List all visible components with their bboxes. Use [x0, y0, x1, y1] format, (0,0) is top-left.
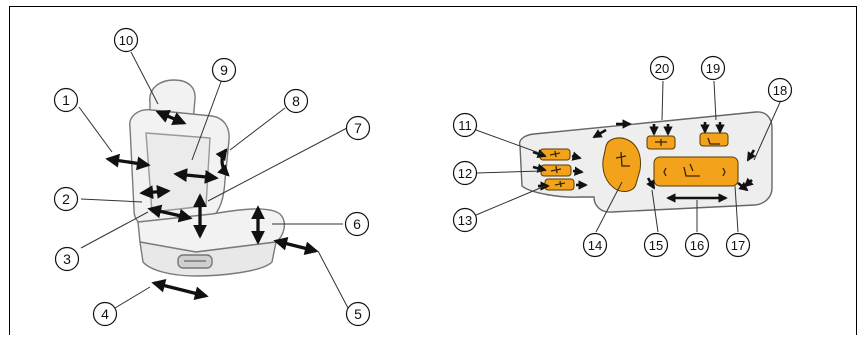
- callout-number: 1: [62, 92, 70, 108]
- callout-6: 6: [344, 211, 370, 237]
- callout-circle: [700, 55, 726, 81]
- callout-number: 20: [655, 61, 669, 76]
- callout-number: 9: [220, 62, 228, 78]
- callout-circle: [113, 27, 139, 53]
- callout-circle: [452, 160, 478, 186]
- callout-circle: [345, 301, 371, 327]
- arrow-headrest: [155, 109, 187, 126]
- callout-2: 2: [53, 186, 79, 212]
- callout-number: 7: [354, 120, 362, 136]
- callout-17: 17: [725, 232, 751, 258]
- callout-number: 19: [706, 61, 720, 76]
- callout-circle: [92, 301, 118, 327]
- callout-11: 11: [452, 112, 478, 138]
- callout-5: 5: [345, 301, 371, 327]
- callout-number: 18: [773, 83, 787, 98]
- callout-circle: [283, 88, 309, 114]
- callout-number: 6: [353, 216, 361, 232]
- callout-18: 18: [767, 77, 793, 103]
- arrow-cushion-tilt: [147, 204, 193, 223]
- frame-left-border: [9, 6, 10, 335]
- callout-circle: [211, 57, 237, 83]
- callout-circle: [725, 232, 751, 258]
- callout-7: 7: [345, 115, 371, 141]
- switch-19[interactable]: [699, 132, 729, 147]
- callout-number: 8: [292, 93, 300, 109]
- callout-number: 3: [63, 251, 71, 267]
- callout-3: 3: [54, 246, 80, 272]
- frame-top-border: [9, 6, 857, 7]
- callout-16: 16: [684, 232, 710, 258]
- callout-circle: [767, 77, 793, 103]
- callout-13: 13: [452, 207, 478, 233]
- callout-14: 14: [582, 232, 608, 258]
- callout-circle: [582, 232, 608, 258]
- arrow-lumbar: [173, 168, 219, 184]
- callout-10: 10: [113, 27, 139, 53]
- switch-panel: [518, 111, 773, 213]
- leader-lines: [78, 51, 782, 309]
- frame-right-border: [856, 6, 857, 335]
- callout-19: 19: [700, 55, 726, 81]
- callout-circle: [452, 207, 478, 233]
- callout-circle: [643, 232, 669, 258]
- callout-number: 10: [119, 33, 133, 48]
- callout-number: 15: [649, 238, 663, 253]
- callout-circle: [452, 112, 478, 138]
- arrow-cushion-length: [273, 236, 319, 256]
- callout-4: 4: [92, 301, 118, 327]
- callout-8: 8: [283, 88, 309, 114]
- callout-circle: [684, 232, 710, 258]
- callout-circle: [649, 55, 675, 81]
- callout-number: 12: [458, 166, 472, 181]
- callout-12: 12: [452, 160, 478, 186]
- callout-circle: [345, 115, 371, 141]
- arrow-seatback: [105, 153, 151, 171]
- callout-1: 1: [53, 87, 79, 113]
- callout-number: 2: [62, 191, 70, 207]
- callout-number: 14: [588, 238, 602, 253]
- callout-9: 9: [211, 57, 237, 83]
- arrow-side-support: [139, 184, 171, 200]
- switch-arrows: [532, 119, 756, 203]
- callout-number: 13: [458, 213, 472, 228]
- callout-circle: [53, 186, 79, 212]
- callout-number: 16: [690, 238, 704, 253]
- seat-movement-arrows: [105, 109, 319, 301]
- arrow-seat-slide: [151, 278, 209, 301]
- arrow-recline: [215, 148, 230, 177]
- callout-circle: [54, 246, 80, 272]
- callout-number: 4: [101, 306, 109, 322]
- callout-number: 5: [354, 306, 362, 322]
- switch-16[interactable]: [653, 156, 739, 187]
- callout-20: 20: [649, 55, 675, 81]
- callout-circle: [53, 87, 79, 113]
- callout-number: 17: [731, 238, 745, 253]
- callout-circle: [344, 211, 370, 237]
- callout-15: 15: [643, 232, 669, 258]
- callout-number: 11: [458, 118, 472, 133]
